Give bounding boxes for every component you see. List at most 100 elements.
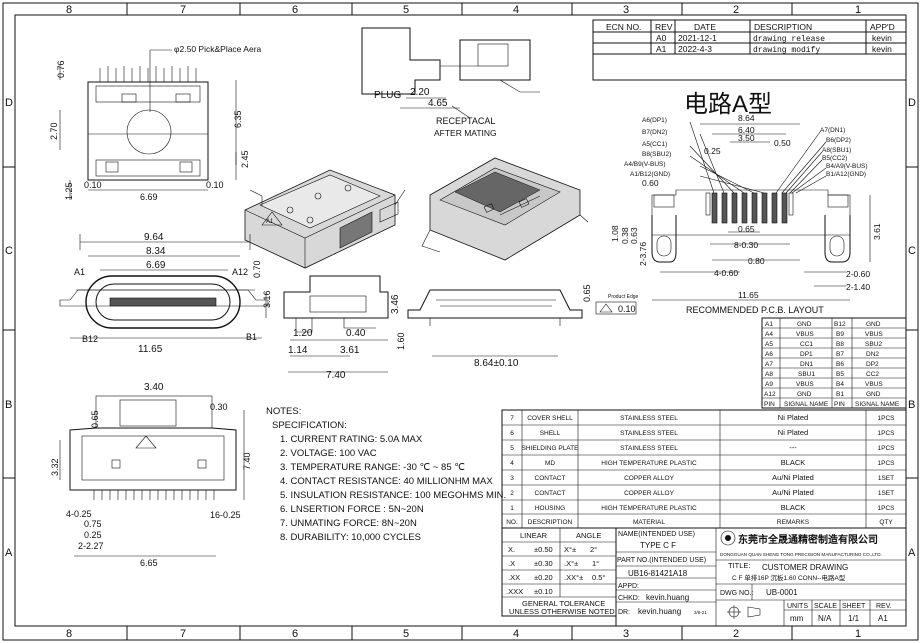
tb-chkd-value: kevin.huang (646, 593, 689, 602)
pcb-dim-6-40: 6.40 (738, 125, 755, 135)
pin-a1-signal: GND (797, 321, 812, 328)
bottom-view (59, 395, 245, 557)
bom-cell-r0-c3: Ni Plated (778, 413, 808, 422)
pcb-left-label-b8: B8(SBU2) (642, 151, 671, 158)
rev-row2-rev: A1 (656, 44, 667, 54)
product-edge-label: Product Edge (608, 294, 639, 300)
pin-b1: B1 (836, 391, 844, 398)
notes-title: NOTES: (266, 406, 301, 417)
tol-x2-angle-label: .XX°± (564, 573, 583, 582)
bom-cell-r2-c1: SHIELDING PLATE (522, 445, 580, 452)
pcb-dim-8-0-30: 8-0.30 (734, 240, 758, 250)
rev-row1-rev: A0 (656, 33, 667, 43)
bom-cell-r0-c0: 7 (510, 415, 514, 422)
iso-left-a1-marker: A1 (266, 219, 274, 225)
front-view (59, 234, 269, 339)
bom-header-4: QTY (879, 519, 893, 526)
pin-a12: A12 (764, 391, 776, 398)
bom-cell-r1-c1: SHELL (540, 430, 561, 437)
pcb-dim-11-65: 11.65 (738, 290, 759, 300)
pin-header-signal-a: SIGNAL NAME (784, 401, 829, 408)
tol-header-angle: ANGLE (576, 531, 601, 540)
pin-b5-signal: CC2 (866, 371, 879, 378)
tb-company-en: DONGGUAN QUAN SHENG TONG PRECISION MANUF… (720, 552, 882, 557)
front-dim-9-64: 9.64 (144, 232, 164, 243)
pin-b7-signal: DN2 (866, 351, 879, 358)
note-item-4: 4. CONTACT RESISTANCE: 40 MILLIONHM MAX (280, 476, 493, 487)
front-dim-8-34: 8.34 (146, 246, 166, 257)
bom-cell-r2-c4: 1PCS (878, 445, 896, 452)
bom-cell-r6-c1: HOUSING (535, 505, 565, 512)
pin-b7: B7 (836, 351, 844, 358)
bom-table (501, 409, 907, 529)
side-dim-3-46: 3.46 (390, 294, 401, 314)
tb-rev-label: REV. (876, 603, 892, 610)
side-dim-3-61: 3.61 (340, 345, 360, 356)
title-block (615, 527, 907, 627)
front-dim-6-69: 6.69 (146, 260, 166, 271)
bom-cell-r2-c3: --- (789, 443, 797, 452)
top-dim-0-10-right: 0.10 (206, 180, 224, 190)
tol-x-label: X. (508, 545, 515, 554)
bom-cell-r5-c4: 1SET (878, 490, 894, 497)
top-dim-2-45: 2.45 (240, 150, 250, 168)
front-label-a12: A12 (232, 267, 248, 277)
tb-scale-value: N/A (818, 614, 832, 623)
end-dim-8-64: 8.64±0.10 (474, 358, 519, 369)
tb-units-value: mm (790, 614, 804, 623)
pin-a8-signal: SBU1 (798, 371, 815, 378)
front-dim-0-70: 0.70 (252, 260, 262, 278)
pcb-left-label-gnd: A1/B12(GND) (630, 171, 670, 178)
tol-x1-angle-label: .X°± (564, 559, 578, 568)
pcb-dim-2-0-60: 2-0.60 (846, 269, 870, 279)
col-label-top-6: 6 (292, 4, 298, 16)
pcb-right-label-gnd: B1/A12(GND) (826, 171, 866, 178)
bottom-dim-7-40: 7.40 (242, 452, 252, 470)
note-item-3: 3. TEMPERATURE RANGE: -30 ℃ ~ 85 ℃ (280, 462, 465, 473)
col-label-bottom-1: 1 (855, 628, 861, 640)
pcb-dim-0-63: 0.63 (629, 227, 639, 244)
bottom-dim-4-0-25: 4-0.25 (66, 509, 92, 519)
top-dim-1-25: 1.25 (64, 182, 74, 200)
top-dim-0-76: 0.76 (56, 60, 66, 78)
tol-x2-angle-value: 0.5° (592, 573, 605, 582)
bom-cell-r2-c2: STAINLESS STEEL (620, 445, 678, 452)
border-grid (3, 3, 918, 640)
pcb-right-label-b5: B5(CC2) (822, 155, 847, 162)
top-dim-6-35: 6.35 (233, 110, 243, 128)
pcb-left-label-a5: A5(CC1) (642, 141, 667, 148)
tol-x1-angle-value: 1° (592, 559, 599, 568)
row-label-left-a: A (5, 547, 13, 559)
pin-b12-signal: GND (866, 321, 881, 328)
row-label-right-b: B (908, 399, 915, 411)
rev-header-app: APP'D (870, 22, 895, 32)
note-item-7: 7. UNMATING FORCE: 8N~20N (280, 518, 417, 529)
pin-b6-signal: DP2 (866, 361, 879, 368)
pin-b9: B9 (836, 331, 844, 338)
bom-header-1: DESCRIPTION (528, 519, 573, 526)
pcb-dim-0-38: 0.38 (620, 227, 630, 244)
pcb-right-label-a8: A8(SBU1) (822, 147, 851, 154)
top-dim-0-10-left: 0.10 (84, 180, 102, 190)
front-label-a1: A1 (74, 267, 85, 277)
pcb-caption: RECOMMENDED P.C.B. LAYOUT (686, 305, 824, 315)
bottom-dim-2-2-27: 2-2.27 (78, 541, 104, 551)
tb-company-cn: 东莞市全晟通精密制造有限公司 (738, 533, 878, 546)
rev-row2-date: 2022-4-3 (678, 44, 712, 54)
notes-spec-title: SPECIFICATION: (272, 420, 347, 431)
row-label-right-a: A (908, 547, 916, 559)
pcb-dim-2-3-76: 2-3.76 (638, 242, 648, 266)
pin-b5: B5 (836, 371, 844, 378)
side-dim-7-40: 7.40 (326, 370, 346, 381)
pin-b4: B4 (836, 381, 844, 388)
isometric-view-right (421, 157, 589, 261)
bom-cell-r5-c3: Au/Ni Plated (772, 488, 814, 497)
side-dim-1-60: 1.60 (396, 332, 406, 350)
rev-row1-app: kevin (872, 33, 892, 43)
tb-dr-date: 3/8-21 (694, 610, 707, 615)
bottom-dim-0-75: 0.75 (84, 519, 102, 529)
col-label-top-2: 2 (733, 4, 739, 16)
rev-header-date: DATE (694, 22, 716, 32)
